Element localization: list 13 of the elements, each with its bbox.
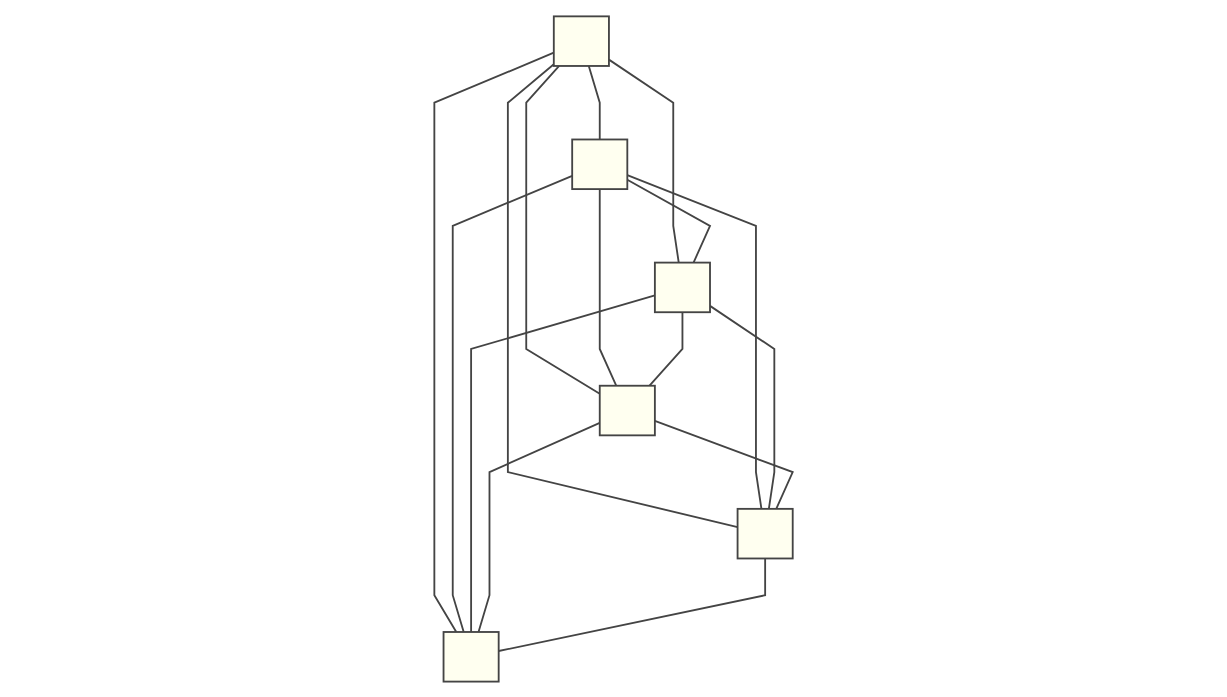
node-box (736, 507, 794, 559)
node-box (552, 14, 610, 67)
node-box (571, 138, 629, 190)
connector (525, 64, 601, 395)
node-box (653, 261, 711, 313)
connector (598, 187, 618, 387)
connector (648, 310, 684, 387)
connector (470, 294, 656, 633)
node-box (442, 630, 500, 683)
connector (608, 58, 680, 264)
node-box (598, 384, 656, 436)
connector (587, 64, 601, 140)
connector (709, 304, 776, 510)
